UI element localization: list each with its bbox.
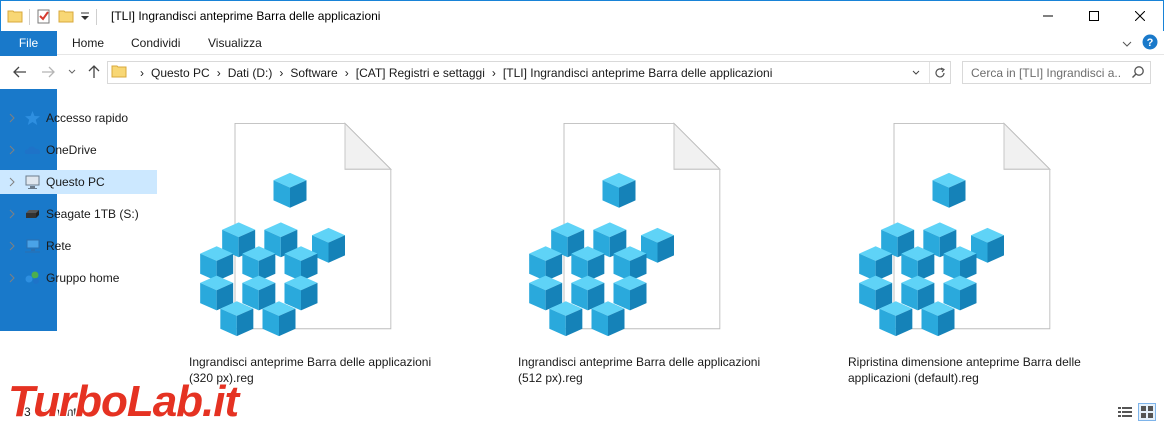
file-item[interactable]: Ripristina dimensione anteprime Barra de… bbox=[824, 100, 1124, 400]
large-icons-view-button[interactable] bbox=[1138, 403, 1156, 421]
details-view-button[interactable] bbox=[1116, 403, 1134, 421]
file-name-line: Ripristina dimensione anteprime Barra de… bbox=[848, 355, 1081, 369]
sidebar-item-accesso-rapido[interactable]: Accesso rapido bbox=[0, 106, 157, 130]
minimize-button[interactable] bbox=[1025, 1, 1071, 31]
sidebar-item-label: Questo PC bbox=[46, 175, 105, 189]
sidebar-item-questo-pc[interactable]: Questo PC bbox=[0, 170, 157, 194]
breadcrumb-registri[interactable]: [CAT] Registri e settaggi bbox=[355, 65, 485, 80]
network-icon bbox=[25, 239, 40, 253]
navigation-pane: Accesso rapido OneDrive Questo PC Seagat… bbox=[0, 100, 160, 400]
help-icon[interactable]: ? bbox=[1142, 34, 1158, 53]
toolbar-divider bbox=[96, 9, 97, 25]
toolbar-divider bbox=[29, 9, 30, 25]
sidebar-item-label: OneDrive bbox=[46, 143, 97, 157]
chevron-right-icon[interactable] bbox=[8, 144, 16, 156]
breadcrumb-dati-d[interactable]: Dati (D:) bbox=[227, 65, 273, 80]
forward-arrow-icon bbox=[42, 66, 55, 78]
title-bar: [TLI] Ingrandisci anteprime Barra delle … bbox=[0, 0, 1164, 31]
breadcrumb-separator-icon[interactable]: › bbox=[216, 65, 221, 80]
breadcrumb-separator-icon[interactable]: › bbox=[140, 65, 144, 80]
sidebar-item-seagate[interactable]: Seagate 1TB (S:) bbox=[0, 202, 157, 226]
file-list: Ingrandisci anteprime Barra delle applic… bbox=[165, 100, 1155, 400]
registry-file-icon bbox=[180, 112, 400, 342]
drive-icon bbox=[26, 210, 39, 218]
back-arrow-icon bbox=[13, 66, 26, 78]
window-title: [TLI] Ingrandisci anteprime Barra delle … bbox=[111, 9, 381, 23]
sidebar-item-label: Seagate 1TB (S:) bbox=[46, 207, 139, 221]
quick-access-toolbar bbox=[7, 7, 97, 27]
tab-home[interactable]: Home bbox=[72, 36, 105, 50]
file-name-line: (512 px).reg bbox=[518, 371, 583, 385]
file-name: Ingrandisci anteprime Barra delle applic… bbox=[518, 354, 788, 386]
maximize-button[interactable] bbox=[1071, 1, 1117, 31]
close-icon bbox=[1135, 11, 1145, 21]
file-name-line: Ingrandisci anteprime Barra delle applic… bbox=[189, 355, 432, 369]
details-view-icon bbox=[1118, 407, 1132, 417]
properties-icon[interactable] bbox=[36, 8, 52, 27]
refresh-icon bbox=[935, 66, 945, 77]
breadcrumb-separator-icon[interactable]: › bbox=[279, 65, 284, 80]
status-bar: 3 elementi bbox=[0, 400, 1164, 424]
sidebar-item-rete[interactable]: Rete bbox=[0, 234, 157, 258]
close-button[interactable] bbox=[1117, 1, 1163, 31]
navigation-bar: › Questo PC › Dati (D:) › Software › [CA… bbox=[0, 56, 1164, 89]
sidebar-item-label: Rete bbox=[46, 239, 72, 253]
large-icons-view-icon bbox=[1141, 406, 1153, 418]
star-icon bbox=[25, 111, 40, 125]
sidebar-item-label: Gruppo home bbox=[46, 271, 120, 285]
new-folder-icon[interactable] bbox=[58, 9, 74, 26]
sidebar-item-label: Accesso rapido bbox=[46, 111, 129, 125]
file-item[interactable]: Ingrandisci anteprime Barra delle applic… bbox=[165, 100, 465, 400]
homegroup-icon bbox=[25, 271, 39, 284]
up-arrow-icon bbox=[88, 65, 100, 78]
maximize-icon bbox=[1089, 11, 1099, 21]
file-name: Ripristina dimensione anteprime Barra de… bbox=[848, 354, 1118, 386]
chevron-right-icon[interactable] bbox=[8, 176, 16, 188]
registry-file-icon bbox=[839, 112, 1059, 342]
search-box[interactable] bbox=[962, 61, 1151, 84]
sidebar-item-onedrive[interactable]: OneDrive bbox=[0, 138, 157, 162]
onedrive-cloud-icon bbox=[24, 146, 41, 154]
search-input[interactable] bbox=[971, 64, 1121, 81]
up-button[interactable] bbox=[86, 64, 102, 80]
ribbon-tabs: File Home Condividi Visualizza ? bbox=[0, 31, 1164, 331]
breadcrumb-software[interactable]: Software bbox=[290, 65, 338, 80]
registry-file-icon bbox=[509, 112, 729, 342]
svg-text:TurboLab.it: TurboLab.it bbox=[8, 377, 242, 424]
forward-button[interactable] bbox=[40, 64, 56, 80]
customize-dropdown-icon[interactable] bbox=[80, 10, 90, 25]
file-item[interactable]: Ingrandisci anteprime Barra delle applic… bbox=[494, 100, 794, 400]
file-name-line: (320 px).reg bbox=[189, 371, 254, 385]
folder-icon[interactable] bbox=[7, 9, 23, 26]
item-count: 3 elementi bbox=[24, 405, 80, 419]
folder-icon bbox=[111, 64, 127, 81]
breadcrumb-separator-icon[interactable]: › bbox=[344, 65, 349, 80]
chevron-right-icon[interactable] bbox=[8, 112, 16, 124]
turbolab-watermark-logo: TurboLab.it bbox=[7, 376, 245, 424]
file-name-line: applicazioni (default).reg bbox=[848, 371, 979, 385]
chevron-down-icon bbox=[68, 69, 76, 74]
refresh-button[interactable] bbox=[929, 62, 950, 83]
chevron-right-icon[interactable] bbox=[8, 208, 16, 220]
search-icon[interactable] bbox=[1131, 65, 1145, 79]
breadcrumb-current-folder[interactable]: [TLI] Ingrandisci anteprime Barra delle … bbox=[502, 65, 773, 80]
chevron-right-icon[interactable] bbox=[8, 240, 16, 252]
address-history-button[interactable] bbox=[907, 62, 925, 83]
sidebar-item-gruppo-home[interactable]: Gruppo home bbox=[0, 266, 157, 290]
file-name: Ingrandisci anteprime Barra delle applic… bbox=[189, 354, 459, 386]
expand-ribbon-icon[interactable] bbox=[1122, 37, 1132, 51]
breadcrumb-separator-icon[interactable]: › bbox=[491, 65, 496, 80]
svg-text:?: ? bbox=[1147, 37, 1154, 49]
chevron-down-icon bbox=[912, 70, 920, 75]
chevron-right-icon[interactable] bbox=[8, 272, 16, 284]
minimize-icon bbox=[1043, 15, 1053, 17]
back-button[interactable] bbox=[12, 64, 28, 80]
tab-condividi[interactable]: Condividi bbox=[131, 36, 181, 50]
computer-icon bbox=[25, 175, 40, 189]
tab-visualizza[interactable]: Visualizza bbox=[208, 36, 262, 50]
address-bar[interactable]: › Questo PC › Dati (D:) › Software › [CA… bbox=[107, 61, 951, 84]
breadcrumb-questo-pc[interactable]: Questo PC bbox=[151, 65, 210, 80]
file-name-line: Ingrandisci anteprime Barra delle applic… bbox=[518, 355, 761, 369]
recent-locations-button[interactable] bbox=[64, 64, 80, 80]
